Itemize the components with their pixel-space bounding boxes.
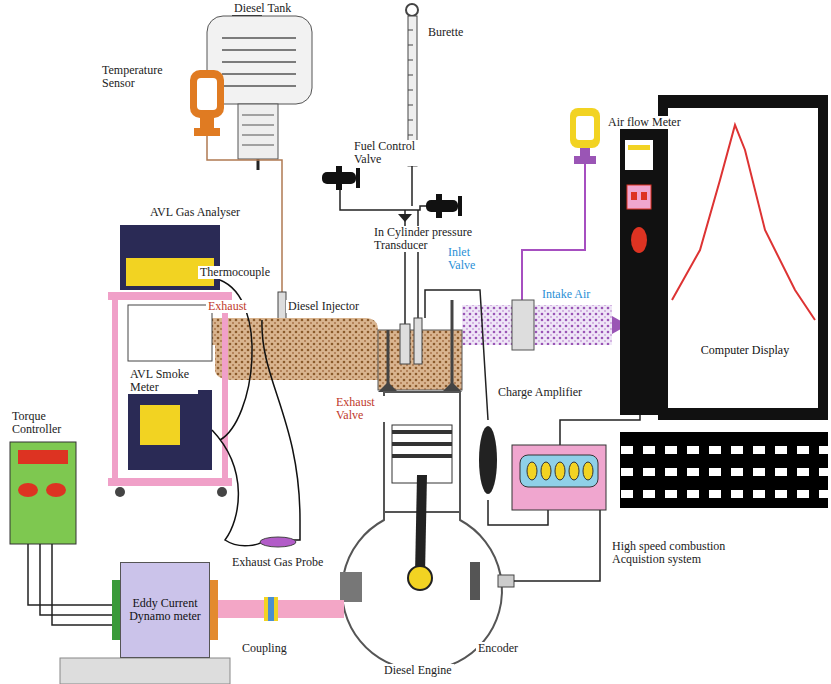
part-label: Charge Amplifier [496, 386, 584, 399]
part-label: Thermocouple [198, 266, 272, 279]
part-label: Exhaust Valve [334, 396, 386, 422]
part-label: High speed combustion Acquistion system [610, 540, 764, 566]
part-label: AVL Smoke Meter [128, 368, 198, 394]
node-text: Computer Display [701, 344, 789, 357]
part-label: Torque Controller [10, 410, 80, 436]
dynamometer-box: Eddy Current Dynamo meter [120, 562, 210, 658]
part-label: Air flow Meter [606, 116, 683, 129]
node-text: Eddy Current Dynamo meter [125, 597, 205, 623]
part-label: Encoder [476, 642, 520, 655]
part-label: Fuel Control Valve [352, 140, 418, 166]
display-screen-label: Computer Display [690, 330, 800, 370]
part-label: Diesel Injector [286, 300, 361, 313]
part-label: Inlet Valve [446, 246, 494, 272]
part-label: Diesel Engine [382, 664, 454, 677]
part-label: Exhaust Gas Probe [230, 556, 325, 569]
part-label: AVL Gas Analyser [148, 206, 242, 219]
part-label: Diesel Tank [232, 2, 293, 15]
part-label: Temperature Sensor [100, 64, 184, 90]
part-label: Intake Air [540, 288, 592, 301]
part-label: Burette [426, 26, 465, 39]
part-label: Exhaust [206, 300, 249, 313]
part-label: Coupling [240, 642, 289, 655]
